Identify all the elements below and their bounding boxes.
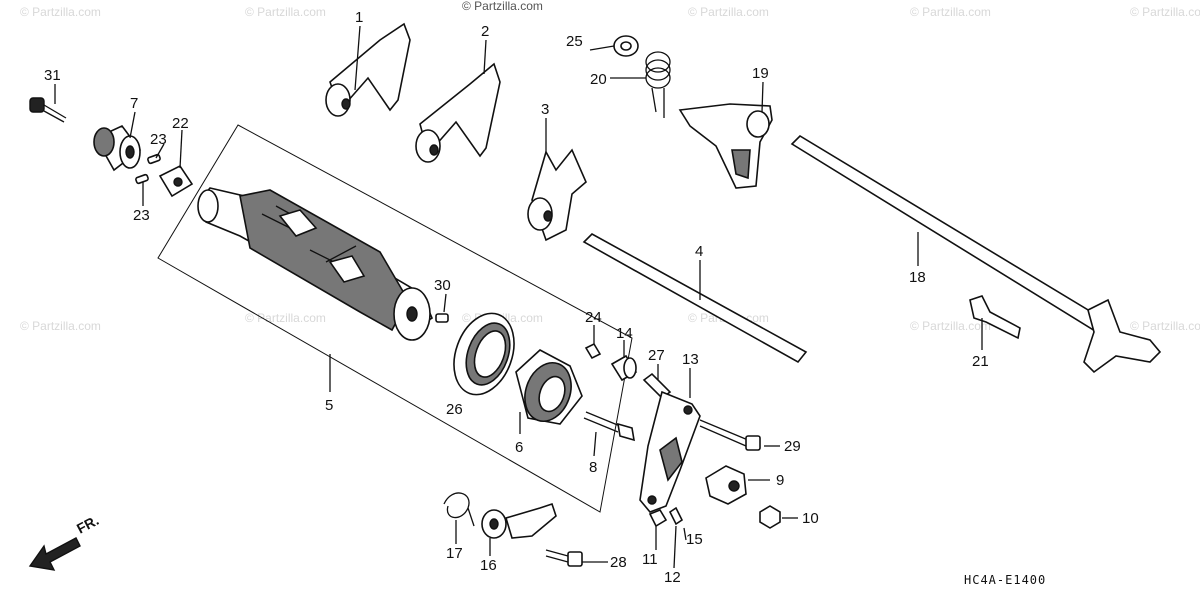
nut-10 [759,505,781,529]
watermark: © Partzilla.com [20,5,101,19]
callout-23: 23 [133,207,150,224]
callout-28: 28 [610,554,627,571]
watermark: © Partzilla.com [462,0,543,13]
leader-lines [54,25,983,569]
block-24 [584,342,602,360]
assembly-outline [157,124,633,513]
watermark: © Partzilla.com [1130,5,1200,19]
bearing-26 [453,312,515,396]
spring-17 [443,492,475,527]
callout-7: 7 [130,95,138,112]
front-direction-arrow: FR. [28,512,101,571]
watermark: © Partzilla.com [910,319,991,333]
shift-drum-5 [197,187,433,341]
direction-label: FR. [74,512,101,537]
shaft-18 [790,134,1162,374]
callout-9: 9 [776,472,784,489]
bolt-28 [545,549,583,567]
fork-1 [325,22,411,117]
pin-23a [147,153,161,165]
callout-8: 8 [589,459,597,476]
watermark: © Partzilla.com [245,311,326,325]
callout-19: 19 [752,65,769,82]
bolt-21 [969,295,1021,340]
callout-25: 25 [566,33,583,50]
callout-16: 16 [480,557,497,574]
arm-19 [678,103,773,189]
callout-10: 10 [802,510,819,527]
callout-22: 22 [172,115,189,132]
bolt-31 [29,97,67,123]
watermark: © Partzilla.com [688,5,769,19]
bolt-8 [583,411,635,442]
callout-numbers: 1 2 3 4 5 6 7 8 9 10 11 12 13 14 15 16 1… [44,9,989,586]
callout-17: 17 [446,545,463,562]
callout-1: 1 [355,9,363,26]
pin-30 [435,313,449,323]
callout-24: 24 [585,309,602,326]
callout-15: 15 [686,531,703,548]
plate-22 [158,164,194,198]
bolt-29 [699,419,761,451]
watermark: © Partzilla.com [1130,319,1200,333]
callout-18: 18 [909,269,926,286]
callout-3: 3 [541,101,549,118]
diagram-code: HC4A-E1400 [964,573,1046,587]
callout-2: 2 [481,23,489,40]
plate-13 [639,390,701,513]
callout-31: 31 [44,67,61,84]
callout-26: 26 [446,401,463,418]
callout-27: 27 [648,347,665,364]
callout-29: 29 [784,438,801,455]
watermark: © Partzilla.com [245,5,326,19]
fork-2 [415,62,501,163]
arm-16 [481,502,557,539]
shaft-4 [582,233,808,364]
callout-5: 5 [325,397,333,414]
spring-20 [645,51,671,118]
spring-15 [668,506,684,526]
callout-11: 11 [642,551,658,568]
collar-7 [93,125,142,172]
drum-center-6 [515,349,583,425]
stopper-9 [705,465,747,505]
watermark: © Partzilla.com [910,5,991,19]
callout-13: 13 [682,351,699,368]
callout-20: 20 [590,71,607,88]
callout-23: 23 [150,131,167,148]
fork-3 [527,148,587,242]
part-11 [648,509,668,528]
watermark: © Partzilla.com [20,319,101,333]
callout-6: 6 [515,439,523,456]
collar-14 [610,354,638,382]
callout-30: 30 [434,277,451,294]
pin-23b [135,173,149,185]
callout-12: 12 [664,569,681,586]
callout-21: 21 [972,353,989,370]
callout-14: 14 [616,325,633,342]
washer-25 [613,35,639,57]
callout-4: 4 [695,243,703,260]
